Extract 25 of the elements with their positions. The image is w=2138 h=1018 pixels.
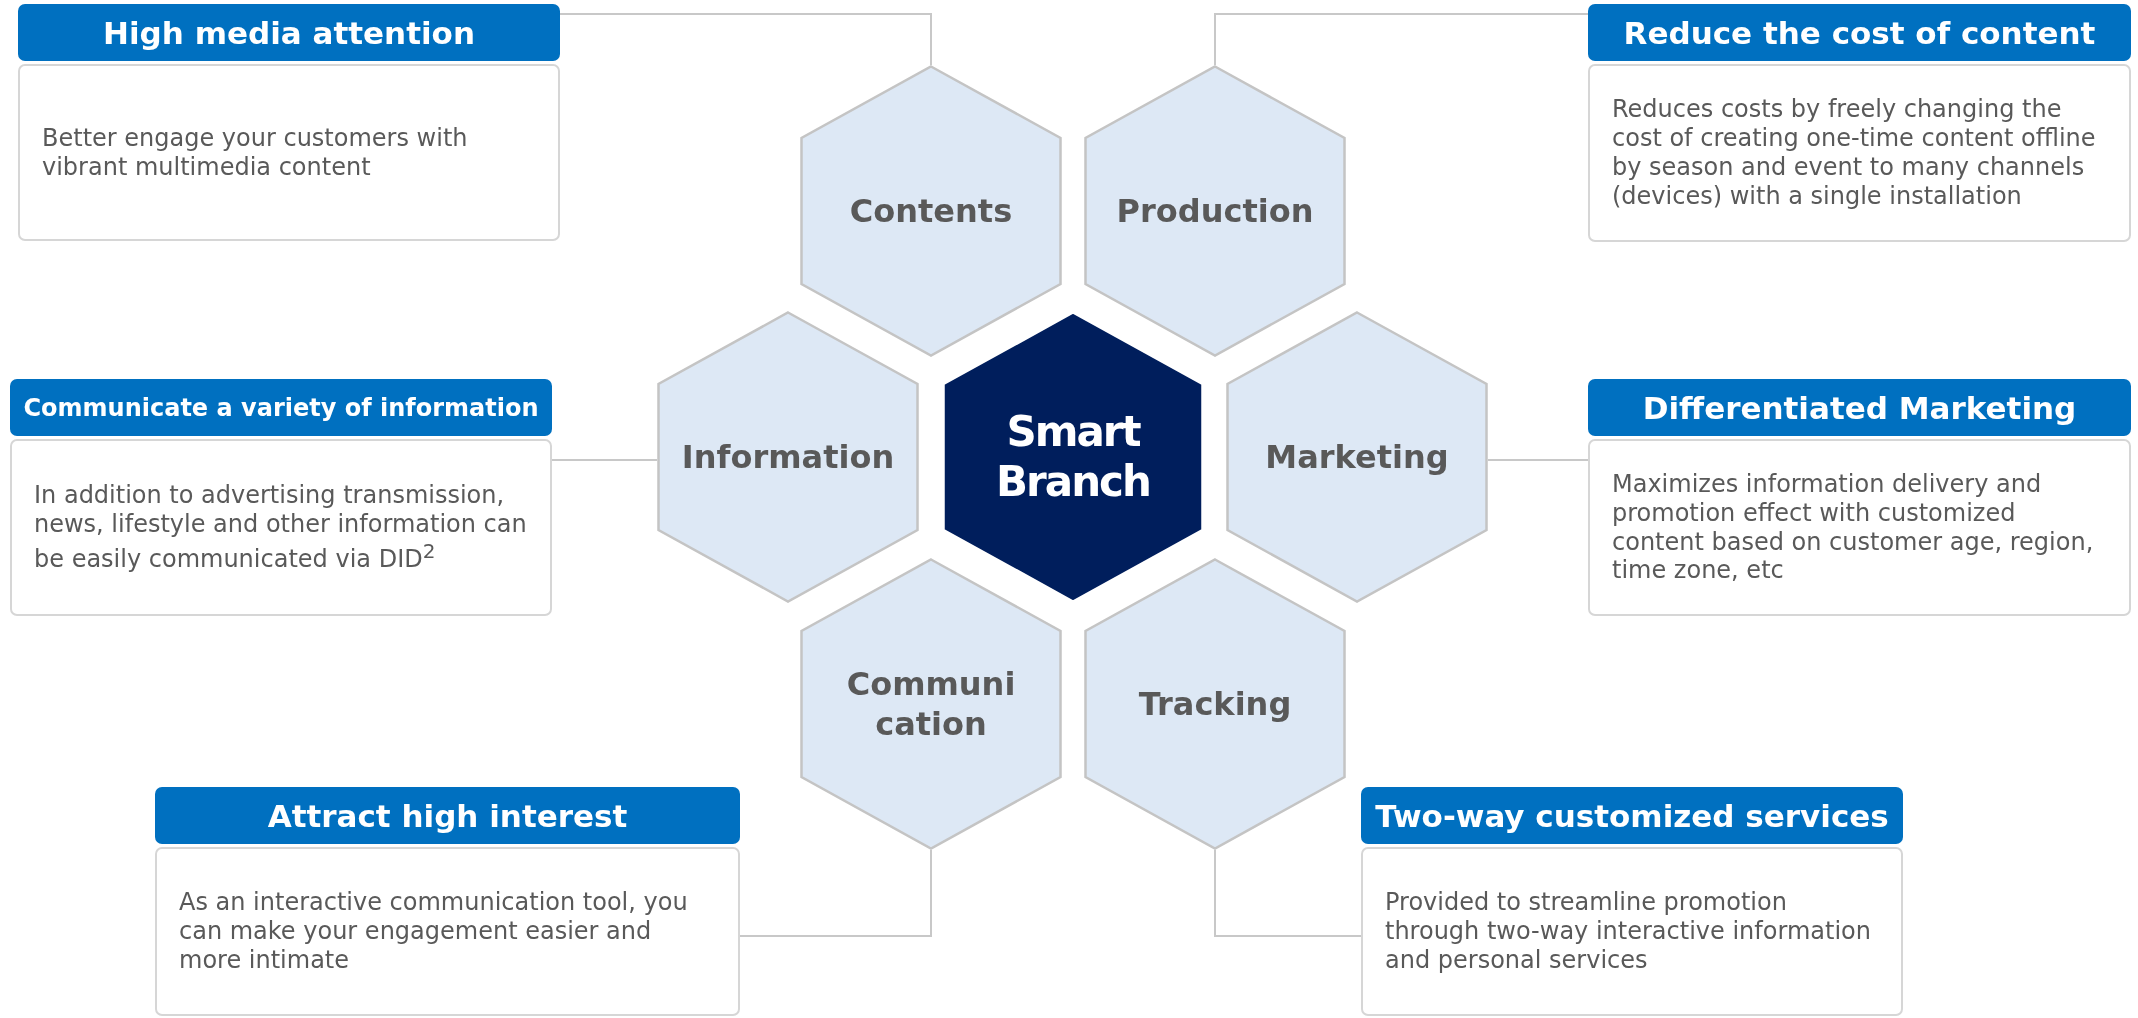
card-text: Provided to streamline promotion through two-way interactive information and personal services bbox=[1385, 888, 1872, 975]
connector-line bbox=[1214, 13, 1589, 66]
connector-line bbox=[739, 849, 932, 937]
card-text: As an interactive communication tool, you can make your engagement easier and more intimate bbox=[179, 888, 689, 975]
card-text: Maximizes information delivery and promotion effect with customized content based on customer age, region, time zone, etc bbox=[1612, 469, 2095, 586]
card-text: In addition to advertising transmission, news, lifestyle and other information can be easily communicated via DID$^{2}$ bbox=[34, 481, 528, 574]
connector-line bbox=[551, 459, 658, 461]
hexagon-label: Production bbox=[1115, 191, 1315, 231]
card-heading: Reduce the cost of content bbox=[1588, 4, 2131, 61]
hexagon-label: Contents bbox=[848, 191, 1014, 231]
card-text: Better engage your customers with vibrant multimedia content bbox=[42, 123, 469, 182]
card-heading: Two-way customized services bbox=[1361, 787, 1903, 844]
hexagon-label: Information bbox=[680, 437, 896, 477]
hexagon-label: Tracking bbox=[1137, 684, 1293, 724]
card-heading: Attract high interest bbox=[155, 787, 740, 844]
card-heading: Differentiated Marketing bbox=[1588, 379, 2131, 436]
hexagon-label: Marketing bbox=[1264, 437, 1450, 477]
card-heading: High media attention bbox=[18, 4, 560, 61]
connector-line bbox=[559, 13, 932, 66]
card-heading: Communicate a variety of information bbox=[10, 379, 552, 436]
connector-line bbox=[1214, 849, 1362, 937]
connector-line bbox=[1487, 459, 1589, 461]
hexagon-label: Smart Branch bbox=[995, 406, 1151, 508]
hexagon-label: Communi cation bbox=[845, 664, 1017, 744]
card-text: Reduces costs by freely changing the cost of creating one-time content offline by season and event to many channels (devices) with a single installation bbox=[1612, 95, 2097, 211]
